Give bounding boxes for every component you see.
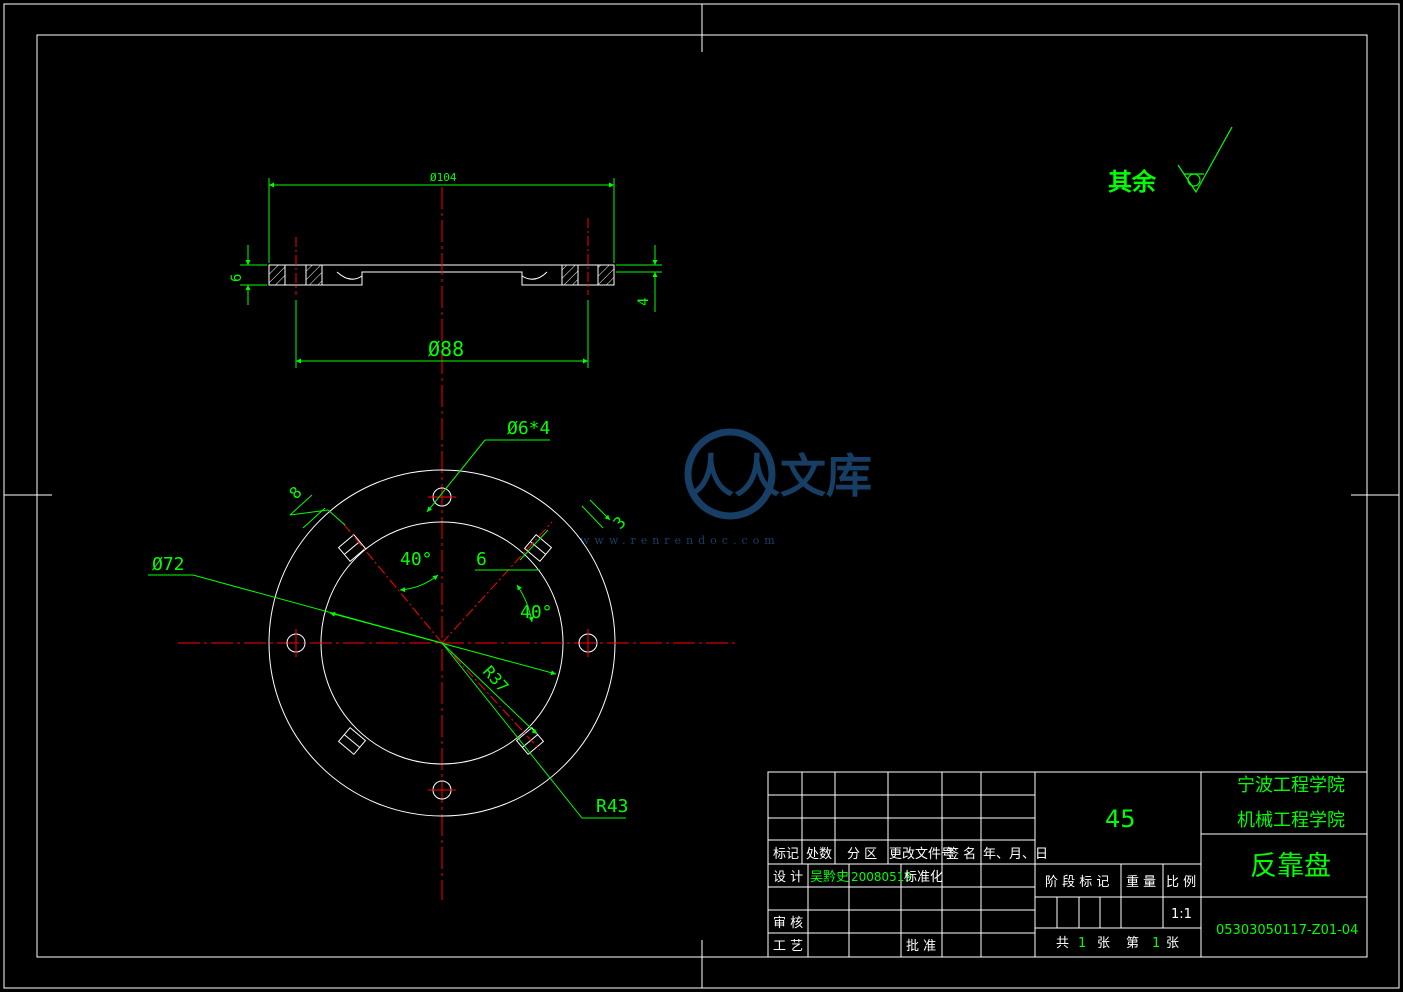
header-zone: 分 区: [847, 847, 877, 862]
dim-thickness: 6: [229, 274, 245, 282]
part-name: 反靠盘: [1250, 851, 1331, 882]
sheet-frame: [3, 3, 1400, 989]
header-signature: 签 名: [946, 846, 976, 862]
dim-slot-width: 8: [285, 483, 305, 503]
header-doc-no: 更改文件号: [889, 847, 954, 862]
dim-angle-left: 40°: [400, 549, 433, 570]
surface-roughness-note: 其余: [1108, 126, 1233, 196]
drawing-number: 05303050117-Z01-04: [1216, 923, 1358, 938]
process-label: 工 艺: [773, 939, 803, 954]
college-name: 机械工程学院: [1237, 810, 1345, 831]
design-date: 20080519: [851, 870, 912, 884]
dim-slot-length: 6: [476, 549, 487, 570]
dim-outer-radius: R43: [596, 796, 629, 817]
watermark-text: 人人文库: [688, 449, 872, 503]
designer-name: 吴黔史: [810, 870, 849, 885]
dim-inner-diameter: Ø88: [428, 337, 464, 361]
plan-dimensions: [148, 439, 626, 819]
sheet-unit-1: 张: [1097, 936, 1110, 951]
title-block: [767, 771, 1368, 958]
slot-top-left: [337, 533, 367, 563]
section-view: [268, 218, 615, 295]
material: 45: [1105, 805, 1136, 833]
approve-label: 批 准: [906, 939, 936, 954]
roughness-label: 其余: [1108, 168, 1157, 196]
header-count: 处数: [806, 847, 832, 862]
scale-value: 1:1: [1171, 907, 1192, 922]
review-label: 审 核: [773, 916, 803, 931]
dim-angle-right: 40°: [520, 602, 553, 623]
dim-hole-circle: Ø72: [152, 554, 185, 575]
dim-hole-spec: Ø6*4: [507, 418, 550, 439]
stage-label: 阶 段 标 记: [1045, 875, 1109, 890]
roughness-symbol-icon: [1177, 126, 1233, 194]
scale-label: 比 例: [1166, 875, 1196, 890]
sheet-unit-2: 张: [1166, 936, 1179, 951]
slot-bottom-left: [337, 726, 367, 756]
dim-inner-radius: R37: [479, 662, 512, 696]
school-name: 宁波工程学院: [1237, 775, 1345, 796]
watermark: 人人文库 www.renrendoc.com: [580, 428, 872, 547]
header-mark: 标记: [773, 847, 799, 862]
watermark-url: www.renrendoc.com: [580, 534, 780, 547]
section-dimensions: [240, 178, 662, 368]
dim-slot-depth: 3: [609, 513, 629, 533]
weight-label: 重 量: [1126, 874, 1156, 890]
plan-view: [178, 469, 738, 817]
dim-step-depth: 4: [636, 298, 652, 306]
sheets-total-label: 共: [1056, 936, 1069, 951]
sheets-total: 1: [1078, 936, 1086, 951]
header-date: 年、月、日: [983, 847, 1048, 862]
dim-outer-diameter: Ø104: [430, 171, 457, 184]
slot-bottom-right: [515, 726, 545, 756]
sheet-no: 1: [1152, 936, 1160, 951]
design-label: 设 计: [773, 870, 803, 885]
standardize-label: 标准化: [904, 870, 943, 885]
sheet-no-label: 第: [1126, 936, 1139, 951]
